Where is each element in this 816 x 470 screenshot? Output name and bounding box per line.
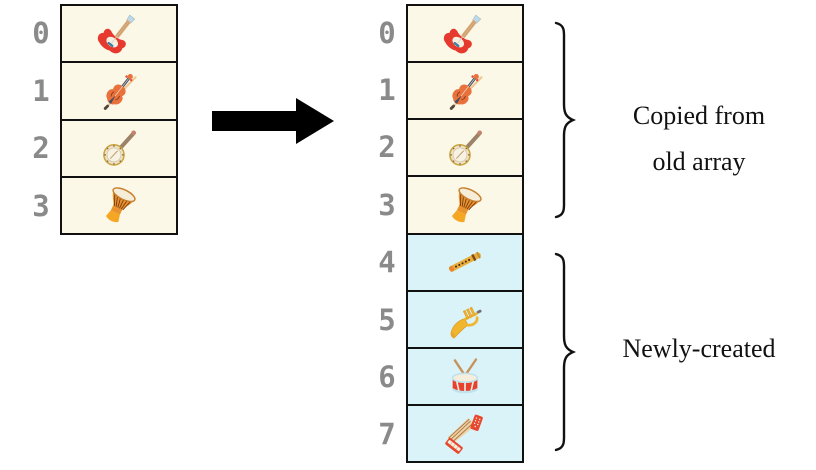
index-label: 5 (378, 302, 396, 337)
index-label: 4 (378, 245, 396, 280)
array-cell (408, 346, 522, 404)
array-cell (408, 403, 522, 461)
trumpet-icon (443, 297, 487, 341)
long-drum-icon (443, 183, 487, 227)
electric-guitar-icon (443, 12, 487, 56)
copied-section-brace-icon (554, 21, 577, 219)
long-drum-icon (97, 183, 141, 227)
index-label: 3 (378, 187, 396, 222)
array-cell (408, 61, 522, 119)
flute-icon (443, 240, 487, 284)
copied-from-old-array-label: Copied from old array (584, 93, 814, 186)
accordion-icon (443, 411, 487, 455)
old-array-indices: 0 1 2 3 (22, 4, 60, 235)
electric-guitar-icon (97, 12, 141, 56)
index-label: 2 (378, 130, 396, 165)
index-label: 1 (32, 73, 50, 108)
array-cell (408, 232, 522, 290)
right-arrow-icon (212, 98, 334, 144)
array-cell (408, 175, 522, 233)
new-section-brace-icon (554, 252, 577, 452)
index-label: 6 (378, 359, 396, 394)
array-cell (62, 118, 176, 176)
banjo-icon (443, 126, 487, 170)
index-label: 0 (378, 15, 396, 50)
index-label: 3 (32, 189, 50, 224)
index-label: 7 (378, 417, 396, 452)
array-cell (62, 6, 176, 62)
array-cell (408, 289, 522, 347)
copied-label-line2: old array (652, 147, 746, 177)
new-array-cells (406, 4, 524, 463)
violin-icon (97, 69, 141, 113)
old-array-cells (60, 4, 178, 235)
drum-icon (443, 354, 487, 398)
newly-created-label: Newly-created (622, 334, 776, 363)
index-label: 1 (378, 73, 396, 108)
index-label: 0 (32, 15, 50, 50)
banjo-icon (97, 126, 141, 170)
array-cell (408, 6, 522, 62)
array-cell (408, 118, 522, 176)
old-array: 0 1 2 3 (22, 4, 178, 235)
violin-icon (443, 69, 487, 113)
new-array: 0 1 2 3 4 5 6 7 (368, 4, 524, 463)
index-label: 2 (32, 131, 50, 166)
array-cell (62, 61, 176, 119)
copied-label-line1: Copied from (632, 101, 766, 130)
new-array-indices: 0 1 2 3 4 5 6 7 (368, 4, 406, 463)
array-cell (62, 175, 176, 233)
